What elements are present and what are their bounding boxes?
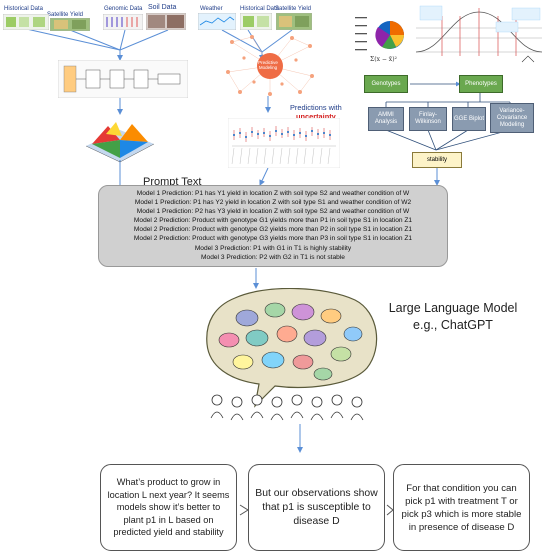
llm-name: Large Language Model	[388, 301, 518, 315]
genomic-data-thumbnail	[103, 14, 143, 30]
surface-plot-3d	[85, 122, 155, 163]
prompt-line: Model 1 Prediction: P1 has Y2 yield in l…	[134, 199, 412, 207]
prompt-line: Model 1 Prediction: P1 has Y1 yield in l…	[136, 190, 410, 197]
weather-thumbnail	[198, 13, 236, 30]
stability-box: stability	[412, 152, 462, 168]
prompt-line: Model 3 Prediction: P1 with G1 in T1 is …	[194, 244, 352, 252]
prompt-line: Model 2 Prediction: Product with genotyp…	[133, 226, 413, 234]
predictive-modeling-label: Predictive Modeling	[258, 60, 278, 70]
soil-data-thumbnail	[146, 13, 186, 30]
predictions-uncertainty-plot	[228, 118, 340, 168]
historical-data-thumbnail	[3, 14, 49, 30]
genotypes-box: Genotypes	[364, 75, 408, 93]
satellite-yield-thumbnail	[50, 18, 90, 31]
prompt-text-box: Model 1 Prediction: P1 has Y1 yield in l…	[98, 185, 448, 267]
prompt-line: Model 2 Prediction: Product with genotyp…	[133, 217, 413, 225]
finlay-wilkinson-box: Finlay-Wilkinson	[409, 107, 447, 131]
question-bubble-1: What’s product to grow in location L nex…	[100, 464, 237, 551]
prompt-line: Model 3 Prediction: P2 with G2 in T1 is …	[201, 253, 345, 261]
gge-biplot-box: GGE Biplot	[452, 107, 486, 131]
historical-data-thumbnail-2	[240, 13, 272, 30]
predictions-label: Predictions with	[290, 103, 342, 112]
model-pipeline-diagram	[58, 60, 188, 98]
satellite-yield-label-2: Satellite Yield	[275, 6, 312, 12]
llm-example: e.g., ChatGPT	[413, 318, 493, 332]
question-bubble-2: But our observations show that p1 is sus…	[248, 464, 385, 551]
historical-data-label: Historical Data	[4, 6, 44, 12]
satellite-yield-label: Satellite Yield	[47, 12, 84, 18]
phenotypes-box: Phenotypes	[459, 75, 503, 93]
normal-distribution-chart	[412, 2, 546, 70]
question-bubble-3: For that condition you can pick p1 with …	[393, 464, 530, 551]
prompt-line: Model 1 Prediction: P2 has Y3 yield in l…	[136, 208, 410, 216]
genomic-data-label: Genomic Data	[104, 6, 143, 12]
predictive-modeling-network	[226, 35, 314, 96]
historical-data-label-2: Historical Data	[240, 6, 280, 12]
llm-brain-illustration	[206, 288, 378, 421]
predictions-caption: Predictions with uncertainty	[290, 103, 342, 121]
ammi-analysis-box: AMMI Analysis	[368, 107, 404, 131]
soil-data-label: Soil Data	[148, 4, 177, 11]
variance-formula: Σ(x − x̄)²	[370, 56, 398, 63]
prompt-line: Model 2 Prediction: Product with genotyp…	[133, 235, 413, 243]
variance-covariance-box: Variance-Covariance Modeling	[490, 103, 534, 133]
satellite-yield-thumbnail-2	[276, 13, 312, 30]
weather-label: Weather	[200, 6, 223, 12]
pie-chart-thumbnail: Σ(x − x̄)²	[352, 5, 412, 65]
llm-label: Large Language Model e.g., ChatGPT	[388, 300, 518, 334]
uncertainty-label: uncertainty	[295, 112, 336, 121]
